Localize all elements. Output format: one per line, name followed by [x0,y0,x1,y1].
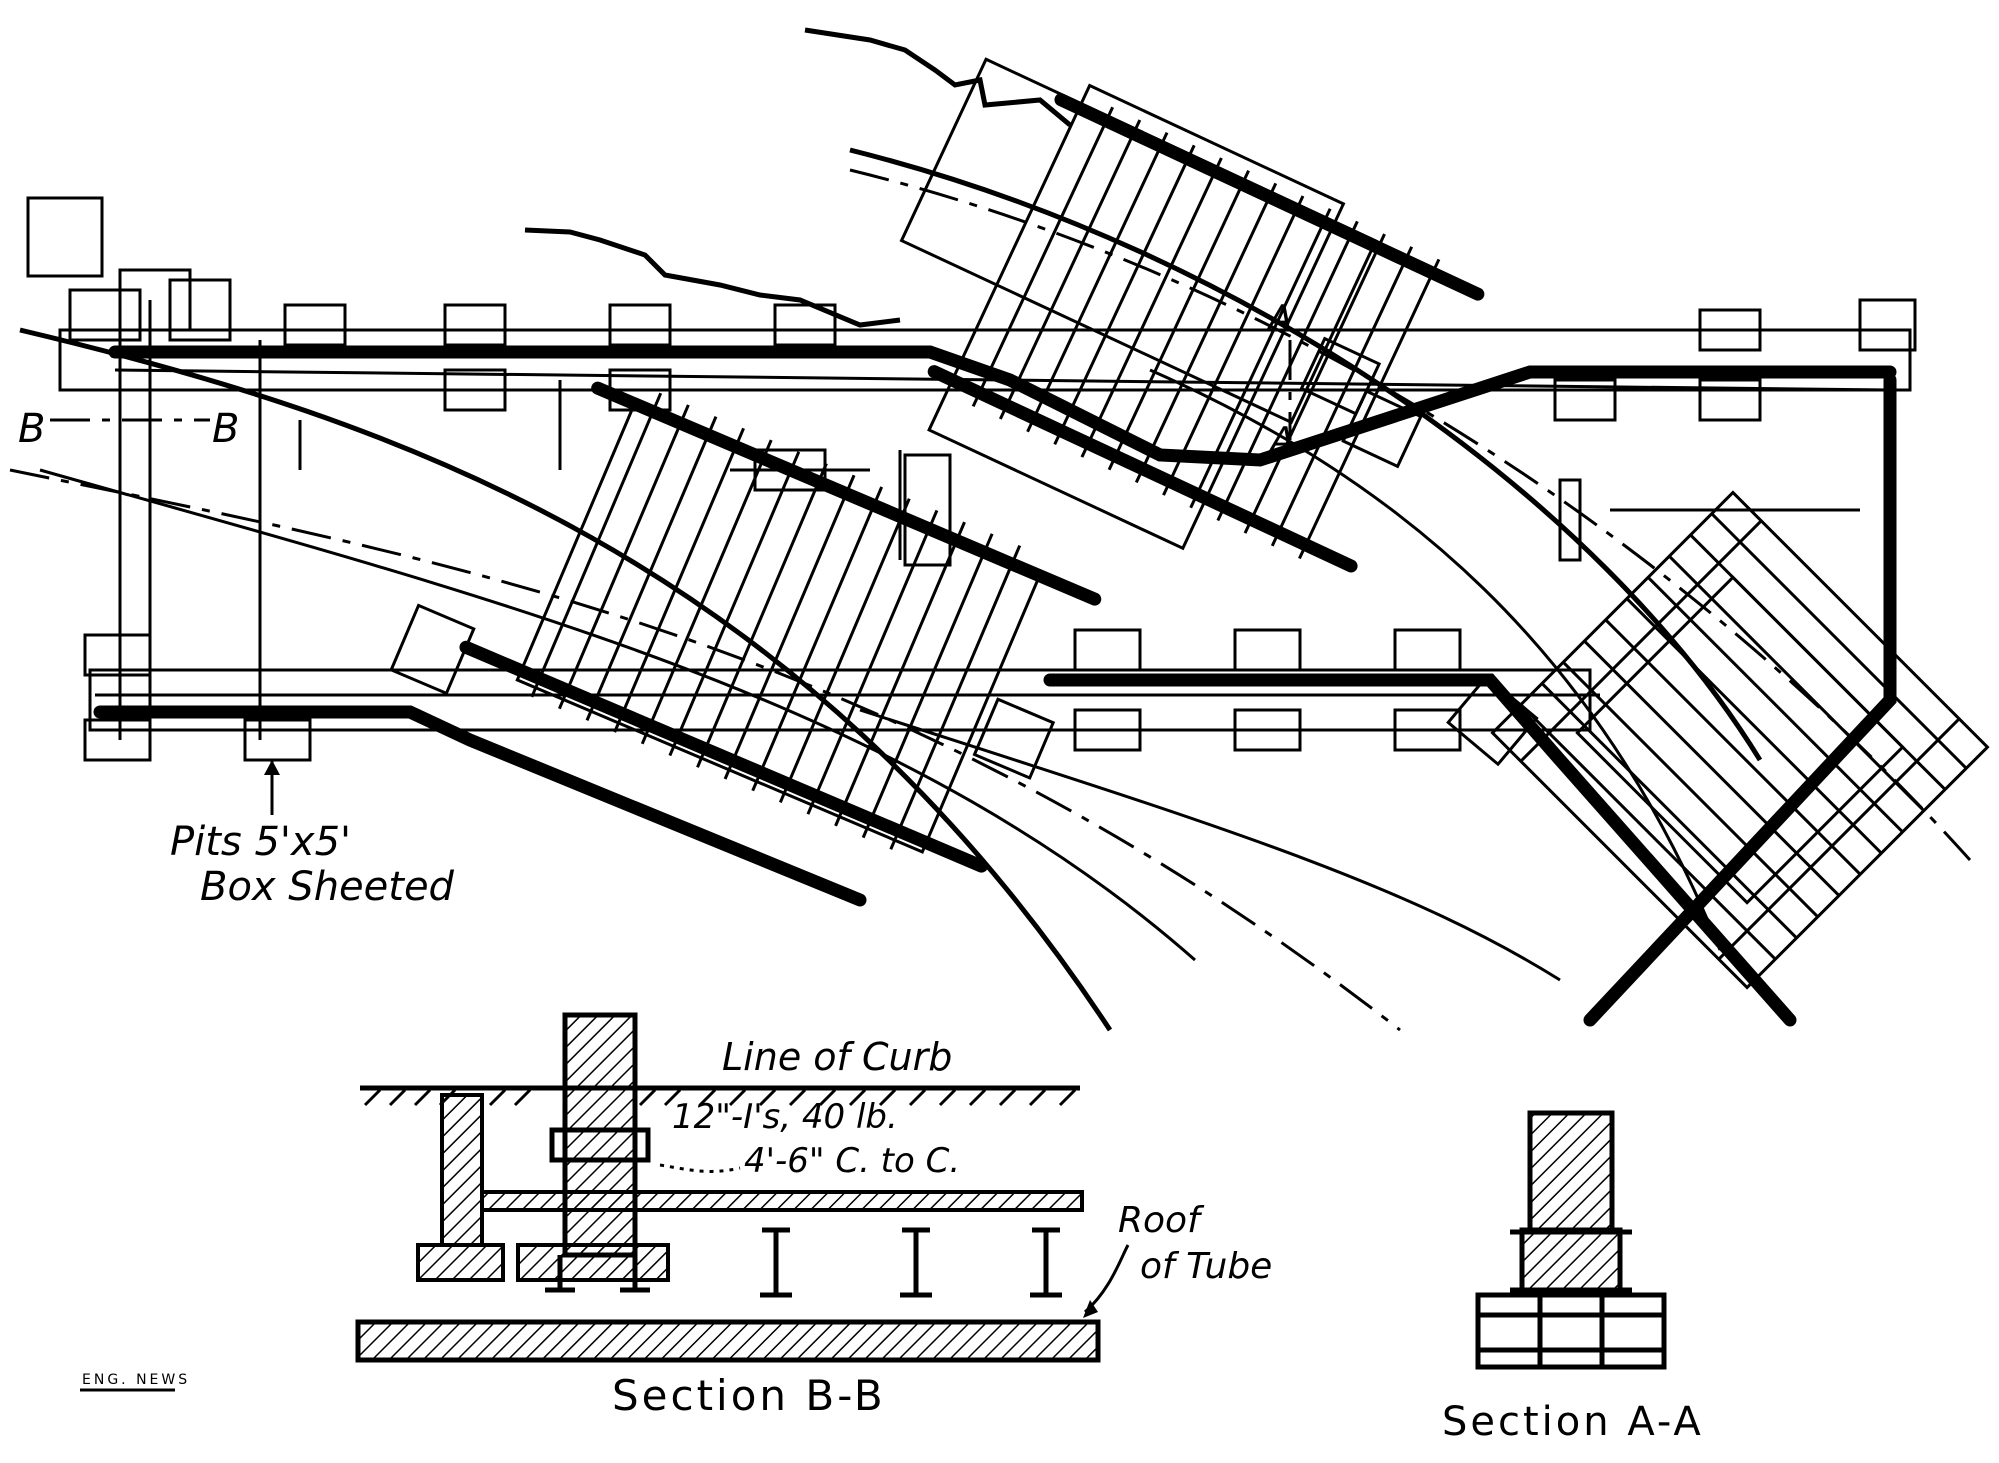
section-aa-caption: Section A-A [1442,1399,1704,1445]
publisher-credit: ENG. NEWS [82,1372,190,1388]
section-bb-caption: Section B-B [612,1371,886,1420]
shoring-frame-1 [899,57,1485,573]
beams-label-line2: 4'-6" C. to C. [744,1141,960,1181]
line-of-curb-label: Line of Curb [722,1035,952,1079]
shoring-frame-3 [1490,490,1990,990]
top-wall [26,196,1917,467]
pits-annotation: Pits 5'x5' Box Sheeted [170,760,455,910]
pits-label-line2: Box Sheeted [200,864,455,910]
section-cut-bb: B B [18,406,239,452]
beams-label-line1: 12"-I's, 40 lb. [672,1097,898,1137]
plan-view: B B A A Pits 5'x5' Box Sheeted [9,27,1990,1032]
i-beams [545,1227,1062,1298]
section-cut-aa: A A [1266,298,1295,461]
bottom-wall [83,300,1897,1027]
column-bb [562,1012,638,1258]
section-mark-b-left: B [18,406,45,452]
roof-label-line2: of Tube [1140,1246,1272,1287]
street-curves [9,147,1972,1032]
section-mark-a-top: A [1266,298,1293,339]
section-mark-b-right: B [212,406,239,452]
section-mark-a-bottom: A [1268,420,1295,461]
section-bb-detail: Line of Curb 12"-I's, 40 lb. 4'-6" C. to… [355,1012,1272,1420]
roof-label-line1: Roof [1118,1200,1205,1241]
tube-roof [355,1319,1101,1363]
section-aa-detail: Section A-A [1442,1110,1704,1445]
excavation-edges [524,27,1072,328]
pits-label-line1: Pits 5'x5' [170,819,351,865]
shoring-frame-2 [389,381,1102,873]
